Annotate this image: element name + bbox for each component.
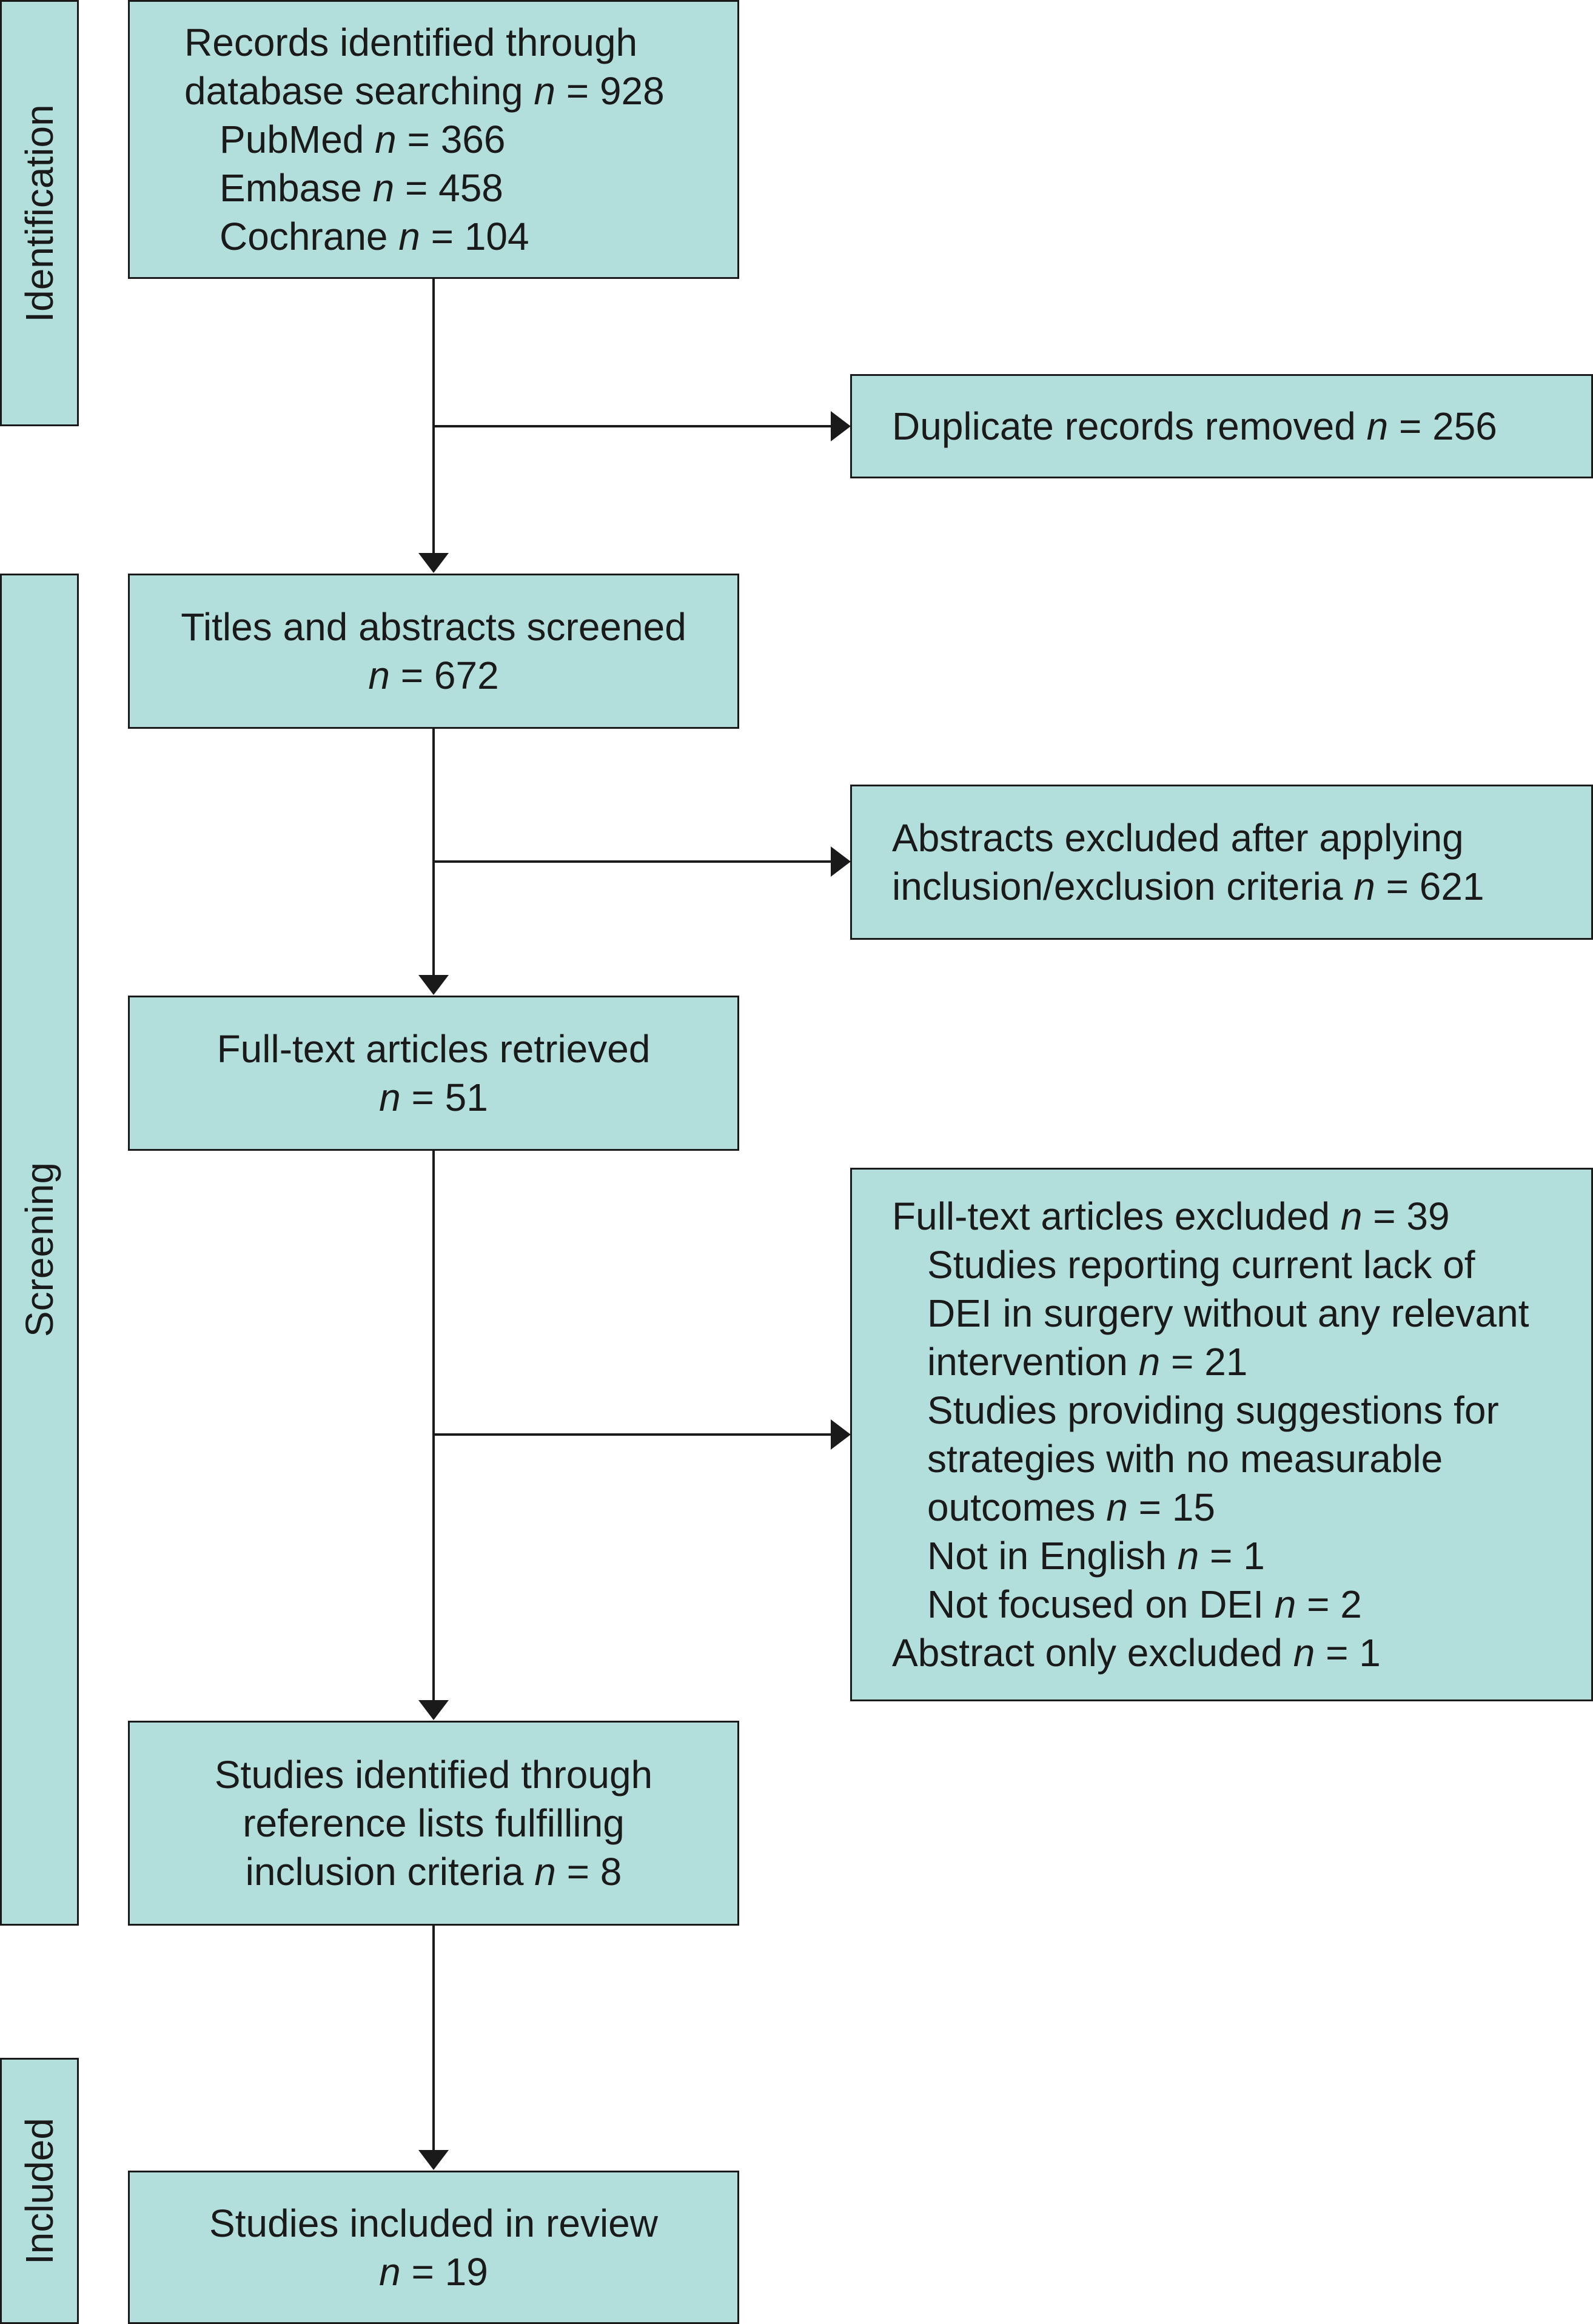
box-studies-included: Studies included in review n = 19	[128, 2171, 739, 2324]
records-cochrane: Cochrane n = 104	[220, 215, 529, 258]
reference-line2: reference lists fulfilling	[243, 1801, 625, 1845]
included-count: n = 19	[379, 2249, 488, 2294]
stage-identification-label: Identification	[18, 104, 61, 323]
abstracts-excluded-line2: inclusion/exclusion criteria n = 621	[892, 865, 1484, 908]
records-line2: database searching n = 928	[184, 69, 665, 113]
reason-5: Abstract only excluded n = 1	[892, 1631, 1381, 1675]
box-abstracts-excluded: Abstracts excluded after applying inclus…	[850, 785, 1593, 940]
reason-4: Not focused on DEI n = 2	[927, 1582, 1362, 1626]
box-reference-lists: Studies identified through reference lis…	[128, 1721, 739, 1926]
reference-line3: inclusion criteria n = 8	[245, 1850, 622, 1894]
box-fulltext-retrieved: Full-text articles retrieved n = 51	[128, 996, 739, 1151]
stage-included-label: Included	[18, 2117, 61, 2265]
screened-count: n = 672	[368, 654, 499, 697]
fulltext-excluded-title: Full-text articles excluded n = 39	[892, 1194, 1450, 1238]
box-records-identified: Records identified through database sear…	[128, 0, 739, 279]
reason-1-line3: intervention n = 21	[927, 1340, 1248, 1384]
stage-included: Included	[0, 2058, 79, 2324]
stage-identification: Identification	[0, 0, 79, 426]
fulltext-retrieved-count: n = 51	[379, 1076, 488, 1119]
included-text: Studies included in review	[209, 2201, 658, 2245]
reason-2-line3: outcomes n = 15	[927, 1485, 1215, 1529]
box-fulltext-excluded: Full-text articles excluded n = 39 Studi…	[850, 1168, 1593, 1701]
box-duplicates-removed: Duplicate records removed n = 256	[850, 374, 1593, 478]
abstracts-excluded-line1: Abstracts excluded after applying	[892, 816, 1464, 860]
reason-3: Not in English n = 1	[927, 1534, 1265, 1578]
duplicates-text: Duplicate records removed n = 256	[892, 404, 1497, 448]
reference-line1: Studies identified through	[214, 1753, 653, 1797]
records-line1: Records identified through	[184, 21, 638, 64]
stage-screening: Screening	[0, 574, 79, 1926]
fulltext-retrieved-text: Full-text articles retrieved	[216, 1027, 651, 1071]
reason-2-line2: strategies with no measurable	[927, 1437, 1443, 1481]
reason-1-line2: DEI in surgery without any relevant	[927, 1291, 1529, 1335]
reason-1-line1: Studies reporting current lack of	[927, 1243, 1475, 1287]
stage-screening-label: Screening	[18, 1162, 61, 1338]
records-embase: Embase n = 458	[220, 166, 503, 210]
box-titles-abstracts-screened: Titles and abstracts screened n = 672	[128, 574, 739, 729]
reason-2-line1: Studies providing suggestions for	[927, 1388, 1499, 1432]
screened-text: Titles and abstracts screened	[181, 605, 686, 649]
records-pubmed: PubMed n = 366	[220, 118, 506, 161]
